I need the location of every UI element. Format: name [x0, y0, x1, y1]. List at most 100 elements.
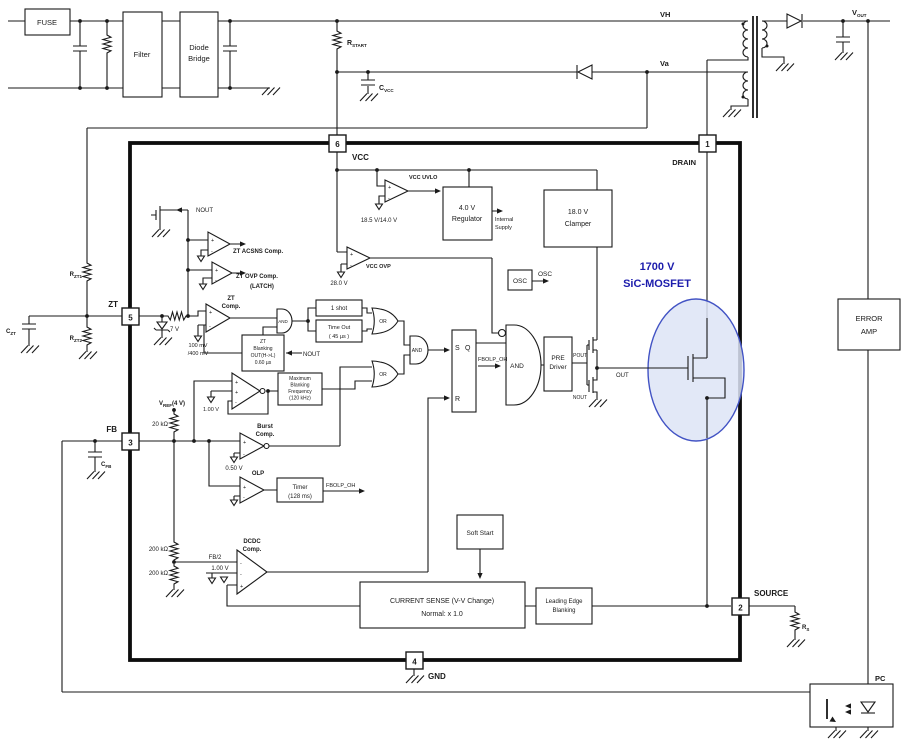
clamper-label-2: Clamper: [565, 221, 592, 228]
r20k-label: 20 kΩ: [152, 422, 168, 428]
latch-s-label: S: [455, 345, 460, 352]
timeout-box: [315, 319, 363, 343]
vcc-uvlo-label: VCC UVLO: [409, 175, 438, 181]
plus-sign: +: [235, 390, 238, 396]
output-and-gate-icon: [505, 324, 542, 406]
mbf-label-2: Blanking: [290, 383, 309, 389]
nout-label: NOUT: [573, 395, 587, 401]
minus-sign: -: [209, 324, 211, 330]
out-label: OUT: [616, 373, 629, 379]
gnd-pin-label: GND: [428, 672, 446, 681]
mbf-label-1: Maximum: [289, 376, 311, 382]
zt-blanking-nout-label: NOUT: [303, 352, 320, 358]
vcc-ovp-threshold: 28.0 V: [330, 281, 347, 287]
rzt2-label: RZT2: [70, 336, 83, 343]
comparators: [205, 179, 410, 596]
output-and-label: AND: [510, 363, 524, 370]
mbf-label-4: (120 kHz): [289, 396, 311, 402]
osc-box: [507, 269, 533, 291]
ac-filter-cap1-icon: [72, 45, 88, 52]
sic-mosfet-symbol-icon: [597, 318, 726, 438]
minus-sign: -: [350, 263, 352, 269]
minus-sign: -: [243, 495, 245, 501]
vref-label: VREF(4 V): [159, 401, 185, 408]
dcdc-comp-icon: [236, 548, 268, 596]
ac-filter-resistor-icon: [102, 32, 112, 56]
burst-comp-icon: [239, 432, 266, 460]
cvcc-cap-icon: [360, 79, 376, 86]
soft-start-box: [456, 514, 504, 550]
pin3-number: 3: [128, 439, 133, 448]
pin5-number: 5: [128, 314, 133, 323]
r200k-top-label: 200 kΩ: [149, 547, 169, 553]
plus-sign: +: [243, 440, 246, 446]
latch-q-label: Q: [465, 345, 471, 352]
cfb-cap-icon: [87, 451, 103, 458]
burst-threshold: 0.50 V: [225, 466, 242, 472]
regulator-box: [442, 186, 493, 241]
internal-supply-label-2: Supply: [495, 225, 512, 231]
comparator-signs: + - + - + - + - + - + + - + - + - - - +: [209, 185, 391, 590]
or2-gate-icon: [371, 360, 399, 388]
nout-pulldown-transistor-icon: [155, 206, 161, 222]
r20k-resistor-icon: [169, 411, 179, 435]
minus-sign: -: [240, 572, 242, 578]
pout-transistor-icon: [588, 337, 594, 353]
error-amp-label-2: AMP: [861, 327, 877, 336]
fb2-signal-label: FB/2: [209, 555, 222, 561]
error-amp-label-1: ERROR: [855, 314, 883, 323]
pin5-box: [121, 307, 140, 326]
fbolp-signal-label-1: FBOLP_OH: [326, 483, 355, 489]
aux-winding-icon: [742, 71, 749, 100]
ocp-comp-icon: [231, 371, 262, 411]
zt-blanking-box: [241, 334, 285, 372]
zener-voltage-label: 7 V: [170, 327, 179, 333]
output-and-inverted-input-bubble-icon: [497, 328, 507, 338]
vout-cap-icon: [835, 36, 851, 43]
transformer: [741, 16, 769, 118]
zt-ovp-comp-label-1: ZT OVP Comp.: [236, 274, 278, 280]
sr-latch-box: [451, 329, 477, 413]
pin2-box: [731, 597, 750, 616]
rs-resistor-icon: [790, 609, 800, 633]
secondary-winding-icon: [761, 20, 768, 49]
ground-symbols: [20, 51, 879, 739]
burst-comp-bubble-icon: [263, 442, 270, 450]
zt-and-label: AND: [278, 319, 288, 324]
regulator-label-2: Regulator: [452, 216, 483, 223]
phototransistor-emitter-arrow-icon: [829, 716, 836, 722]
pre-driver-label-2: Driver: [549, 364, 567, 371]
zt-blanking-label-3: OUT(H->L): [251, 353, 276, 359]
rzt2-resistor-icon: [82, 324, 92, 348]
burst-comp-label-1: Burst: [257, 424, 273, 430]
zt-acsns-comp-label: ZT ACSNS Comp.: [233, 249, 283, 255]
fuse-label: FUSE: [37, 18, 57, 27]
plus-sign: +: [350, 252, 353, 258]
zt-threshold-2: /400 mV: [188, 351, 209, 357]
pin1-box: [698, 134, 717, 153]
r200k-top-resistor-icon: [169, 539, 179, 563]
czt-label: CZT: [6, 329, 16, 336]
dcdc-threshold: 1.00 V: [211, 566, 228, 572]
photocoupler-box: [809, 683, 894, 728]
gate-driver-transistors: [588, 337, 594, 393]
pin2-number: 2: [738, 604, 743, 613]
vout-label: VOUT: [852, 8, 867, 18]
olp-comp-icon: [239, 476, 266, 504]
minus-sign: -: [388, 196, 390, 202]
vcc-ovp-label: VCC OVP: [366, 264, 391, 270]
zt-blanking-label-4: 0.60 µs: [255, 360, 272, 366]
r200k-bottom-resistor-icon: [169, 563, 179, 587]
zt-zener-bar-icon: [153, 327, 171, 333]
oneshot-label: 1 shot: [331, 306, 348, 312]
dcdc-comp-label-1: DCDC: [243, 539, 261, 545]
zt-comp-label-2: Comp.: [222, 304, 241, 310]
fbolp-signal-label-2: FBOLP_OH: [478, 357, 507, 363]
cvcc-label: CVCC: [379, 85, 394, 93]
diodes: [153, 13, 803, 333]
vcc-diode-icon: [576, 64, 593, 80]
ocp-comp-bubble-icon: [259, 387, 266, 395]
photocoupler-internals: [826, 699, 877, 722]
rstart-resistor-icon: [332, 28, 342, 52]
